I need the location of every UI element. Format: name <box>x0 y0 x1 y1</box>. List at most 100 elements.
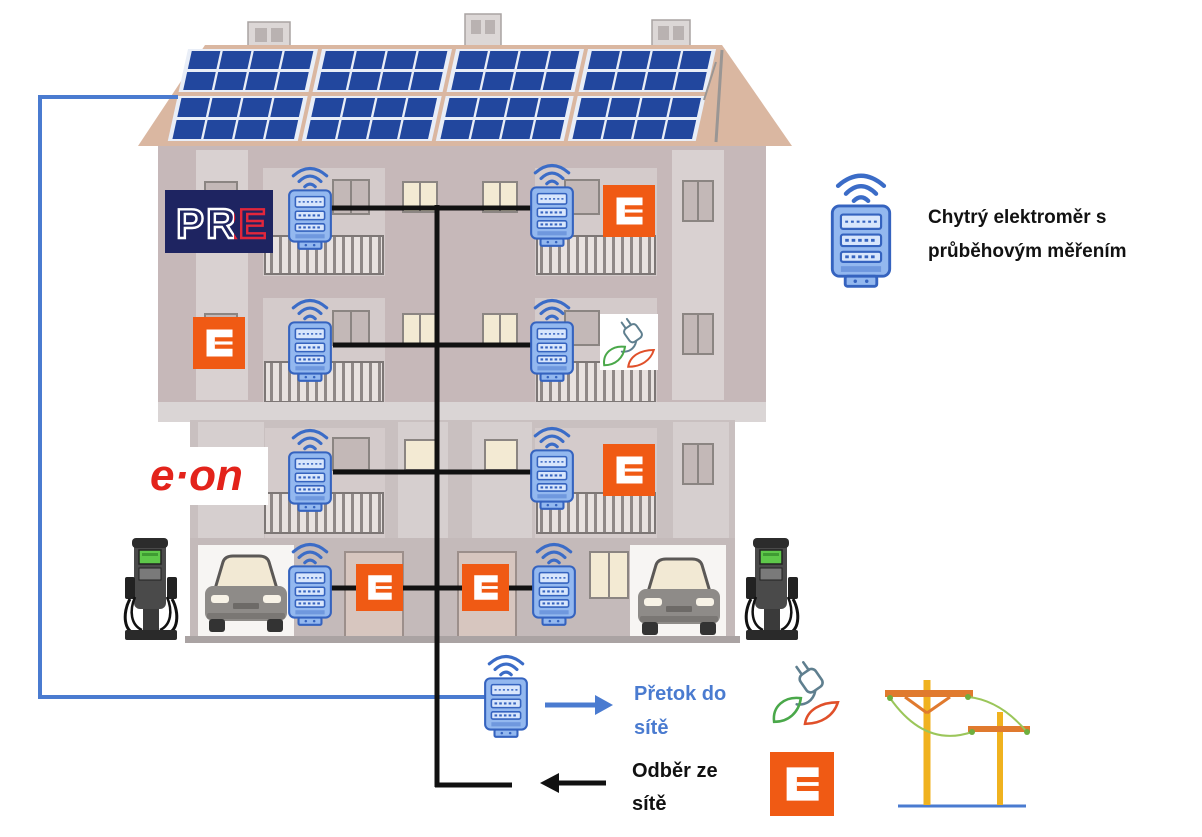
upper-wall <box>158 146 766 402</box>
ev-charger-icon <box>744 537 800 642</box>
solar-cell <box>208 98 242 117</box>
solar-cell <box>668 98 702 117</box>
export-label-line1: Přetok do <box>634 683 726 705</box>
solar-cell <box>368 120 402 139</box>
pavement <box>185 636 740 643</box>
legend: Chytrý elektroměr s průběhovým měřením <box>832 176 1127 286</box>
crossbar <box>968 726 1030 732</box>
chimney <box>464 13 502 48</box>
solar-cell <box>373 98 407 117</box>
chimney-flue <box>658 26 669 40</box>
arrow-left-head <box>540 773 559 793</box>
windows <box>332 437 714 485</box>
solar-cell <box>311 98 345 117</box>
plug-energy-logo <box>772 658 840 726</box>
solar-cell <box>321 51 355 69</box>
solar-cell <box>583 72 616 90</box>
eon-logo-background <box>140 447 268 505</box>
power-wire <box>967 696 1028 733</box>
solar-cell <box>679 51 712 69</box>
ev-charger-icon <box>123 537 179 642</box>
chimney <box>651 19 691 48</box>
solar-cell <box>337 120 371 139</box>
export-label-line2: sítě <box>634 717 668 739</box>
solar-cell <box>445 98 478 117</box>
solar-cell <box>414 51 448 69</box>
panel-support <box>714 49 724 143</box>
legend-label-line2: průběhovým měřením <box>928 241 1127 262</box>
cez-logo <box>603 444 655 496</box>
solar-cell <box>542 72 575 90</box>
solar-cell <box>648 51 681 69</box>
window <box>484 439 518 471</box>
solar-cell <box>239 98 273 117</box>
chimneys <box>247 13 691 49</box>
chimney-flue <box>485 20 495 34</box>
solar-panels <box>167 49 717 141</box>
solar-cell <box>177 98 211 117</box>
solar-cell <box>214 72 247 90</box>
cez-logo <box>193 317 245 369</box>
solar-cell <box>187 51 221 69</box>
solar-feed-line <box>38 95 488 699</box>
legend-label-line1: Chytrý elektroměr s <box>928 207 1106 228</box>
solar-cell <box>276 72 309 90</box>
solar-cell <box>501 120 534 139</box>
pre-logo-background <box>165 190 273 253</box>
solar-cell <box>674 72 707 90</box>
cez-logo <box>603 185 655 237</box>
chimney-flue <box>271 28 283 42</box>
crossbar <box>885 690 973 697</box>
solar-cell <box>455 51 488 69</box>
cez-logo <box>770 752 834 816</box>
pre-logo-text: PRE <box>176 200 268 247</box>
solar-cell <box>183 72 216 90</box>
solar-cell <box>172 120 206 139</box>
floor-band <box>158 402 766 422</box>
solar-cell <box>306 120 340 139</box>
solar-cell <box>512 72 545 90</box>
window <box>404 439 438 471</box>
solar-cell <box>348 72 381 90</box>
solar-cell <box>383 51 417 69</box>
solar-cell <box>644 72 677 90</box>
grid-import: Odběr ze sítě <box>540 760 718 815</box>
solar-cell <box>317 72 350 90</box>
solar-cell <box>410 72 443 90</box>
eon-logo: e·on <box>140 447 268 505</box>
insulator <box>887 695 893 701</box>
solar-cell <box>481 72 514 90</box>
solar-cell <box>663 120 697 139</box>
solar-cell <box>536 98 570 117</box>
chimney-flue <box>471 20 481 34</box>
power-wire <box>889 697 973 737</box>
solar-cell <box>613 72 646 90</box>
grid-export: Přetok do sítě <box>545 683 726 739</box>
solar-cell <box>342 98 376 117</box>
import-label-line2: sítě <box>632 793 666 815</box>
solar-cell <box>475 98 509 117</box>
solar-cell <box>618 51 651 69</box>
insulator <box>969 729 975 735</box>
solar-cell <box>587 51 620 69</box>
solar-cell <box>470 120 504 139</box>
chimney <box>247 21 291 49</box>
pre-logo: PRE <box>165 190 273 253</box>
brace <box>926 695 951 715</box>
solar-cell <box>399 120 433 139</box>
arrow-right-head <box>595 695 613 715</box>
smart-meter-icon <box>832 176 889 286</box>
solar-cell <box>577 98 610 117</box>
solar-cell <box>280 51 314 69</box>
solar-cell <box>572 120 605 139</box>
solar-cell <box>352 51 386 69</box>
solar-cell <box>203 120 237 139</box>
solar-cell <box>404 98 438 117</box>
solar-cell <box>265 120 299 139</box>
solar-cell <box>506 98 539 117</box>
solar-cell <box>547 51 580 69</box>
building <box>138 13 792 643</box>
solar-cell <box>607 98 641 117</box>
brace <box>904 695 928 715</box>
